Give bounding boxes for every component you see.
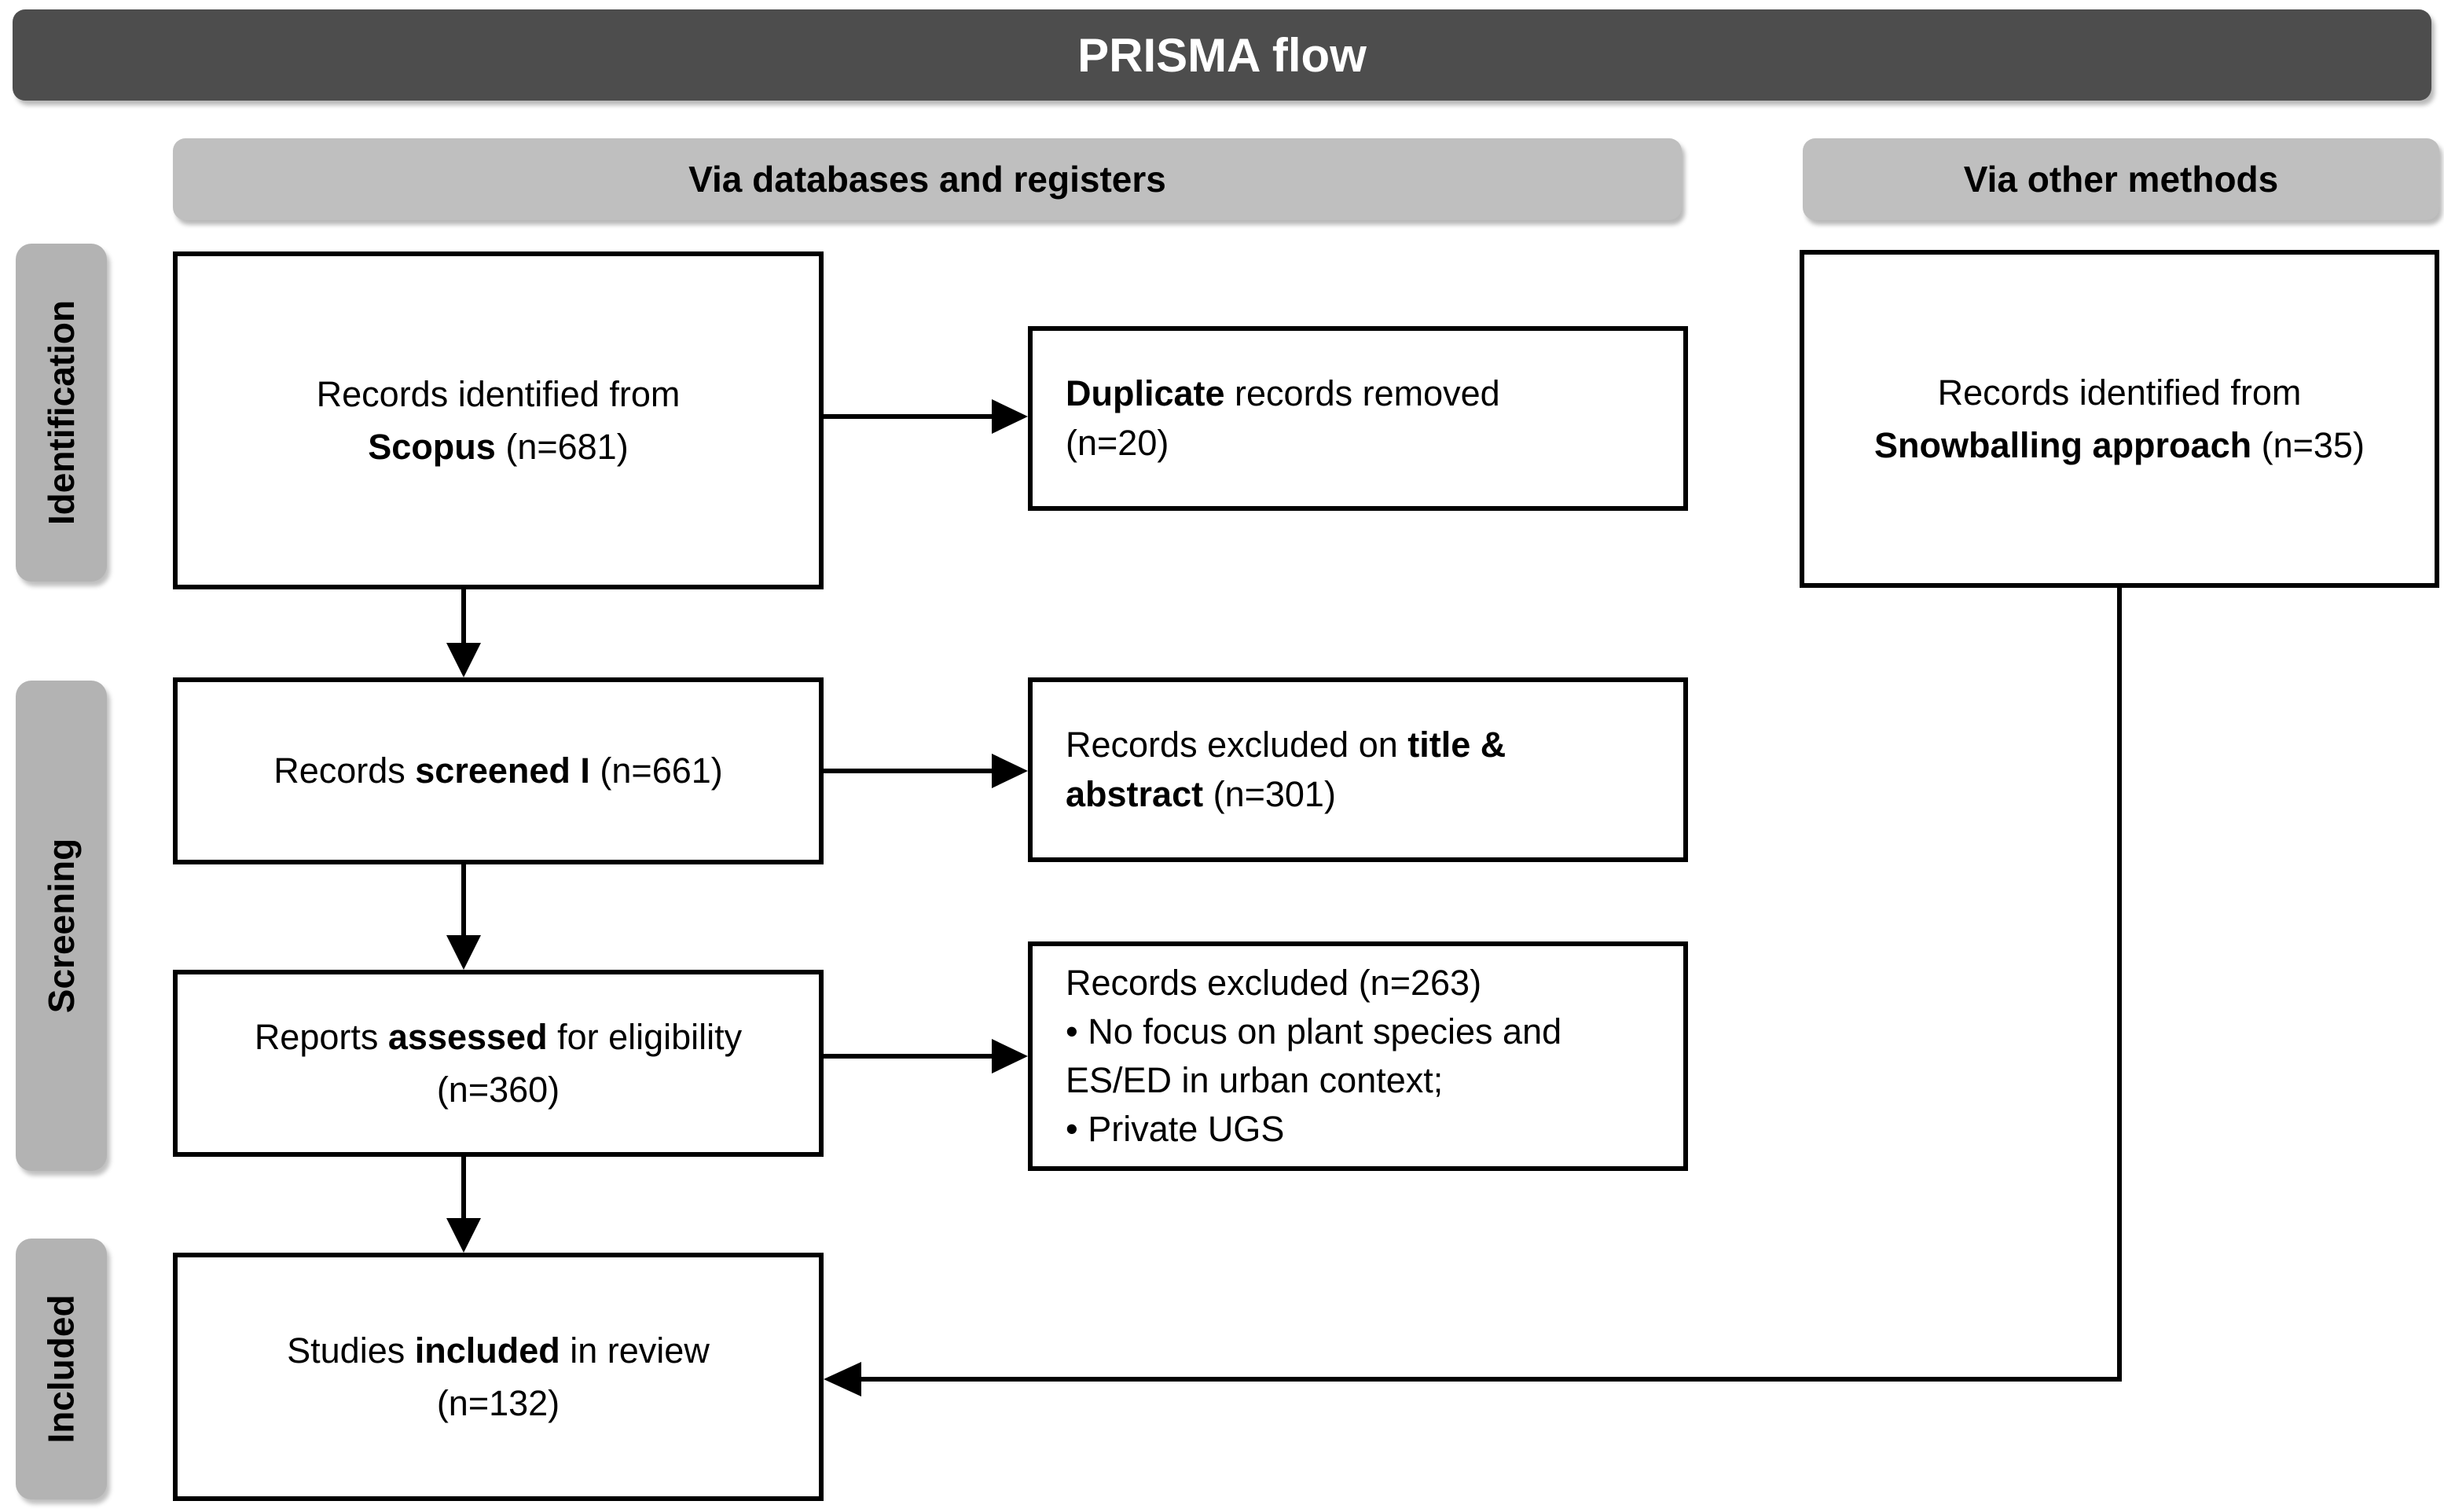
- stage-label-screening: Screening: [16, 681, 107, 1171]
- screened-pre: Records: [273, 750, 416, 791]
- column-header-other-methods-label: Via other methods: [1963, 159, 2279, 200]
- column-header-databases: Via databases and registers: [173, 138, 1682, 220]
- snowballing-count: (n=35): [2251, 425, 2365, 465]
- arrow-screened-to-excluded-title: [824, 754, 1028, 788]
- arrow-assessed-to-excluded-fulltext: [824, 1039, 1028, 1073]
- stage-label-identification-text: Identification: [41, 299, 83, 526]
- screened-bold: screened I: [415, 750, 590, 791]
- assessed-count: (n=360): [436, 1070, 560, 1110]
- box-records-identified-scopus: Records identified from Scopus (n=681): [173, 251, 824, 589]
- stage-label-identification: Identification: [16, 244, 107, 582]
- snowballing-line1: Records identified from: [1937, 372, 2302, 413]
- box-records-screened-text: Records screened I (n=661): [273, 744, 723, 798]
- snowballing-source: Snowballing approach: [1874, 425, 2252, 465]
- excluded-fulltext-line1: Records excluded (n=263): [1066, 962, 1482, 1003]
- stage-label-included: Included: [16, 1239, 107, 1499]
- box-records-excluded-title-abstract: Records excluded on title & abstract (n=…: [1028, 677, 1688, 862]
- duplicates-rest: records removed: [1224, 373, 1500, 414]
- box-reports-assessed-text: Reports assessed for eligibility (n=360): [255, 1011, 742, 1117]
- included-pre: Studies: [287, 1330, 415, 1371]
- box-records-identified-scopus-text: Records identified from Scopus (n=681): [317, 368, 681, 474]
- assessed-pre: Reports: [254, 1016, 388, 1057]
- column-header-databases-label: Via databases and registers: [688, 159, 1166, 200]
- assessed-bold: assessed: [387, 1016, 548, 1057]
- excluded-title-count: (n=301): [1203, 773, 1336, 814]
- box-records-identified-snowballing-text: Records identified from Snowballing appr…: [1874, 366, 2365, 472]
- screened-count: (n=661): [589, 750, 723, 791]
- arrow-screened-to-assessed: [446, 864, 481, 970]
- box-records-screened: Records screened I (n=661): [173, 677, 824, 864]
- duplicates-count: (n=20): [1066, 422, 1169, 463]
- excluded-fulltext-bullet2: • Private UGS: [1066, 1109, 1285, 1150]
- scopus-source: Scopus: [368, 427, 496, 467]
- included-bold: included: [414, 1330, 560, 1371]
- title-bar: PRISMA flow: [13, 9, 2431, 101]
- box-records-excluded-fulltext-text: Records excluded (n=263) • No focus on p…: [1066, 959, 1652, 1154]
- duplicates-lead: Duplicate: [1066, 373, 1225, 414]
- box-records-identified-snowballing: Records identified from Snowballing appr…: [1800, 250, 2439, 588]
- arrow-scopus-to-duplicates: [824, 399, 1028, 434]
- box-duplicate-records-removed: Duplicate records removed (n=20): [1028, 326, 1688, 511]
- stage-label-screening-text: Screening: [41, 838, 83, 1014]
- box-studies-included: Studies included in review (n=132): [173, 1253, 824, 1501]
- scopus-count: (n=681): [495, 427, 629, 467]
- scopus-line1: Records identified from: [316, 373, 681, 414]
- box-duplicate-records-removed-text: Duplicate records removed (n=20): [1066, 369, 1500, 467]
- excluded-fulltext-bullet1: • No focus on plant species and ES/ED in…: [1066, 1011, 1562, 1100]
- stage-label-included-text: Included: [41, 1294, 82, 1444]
- column-header-other-methods: Via other methods: [1803, 138, 2439, 220]
- box-records-excluded-title-abstract-text: Records excluded on title & abstract (n=…: [1066, 721, 1652, 818]
- assessed-post: for eligibility: [547, 1016, 743, 1057]
- excluded-title-pre: Records excluded on: [1066, 725, 1408, 765]
- arrow-scopus-to-screened: [446, 589, 481, 677]
- included-post: in review: [560, 1330, 710, 1371]
- box-reports-assessed: Reports assessed for eligibility (n=360): [173, 970, 824, 1157]
- box-records-excluded-fulltext: Records excluded (n=263) • No focus on p…: [1028, 941, 1688, 1171]
- arrow-assessed-to-included: [446, 1157, 481, 1253]
- box-studies-included-text: Studies included in review (n=132): [287, 1324, 710, 1430]
- page-title: PRISMA flow: [1077, 28, 1367, 82]
- included-count: (n=132): [436, 1383, 560, 1423]
